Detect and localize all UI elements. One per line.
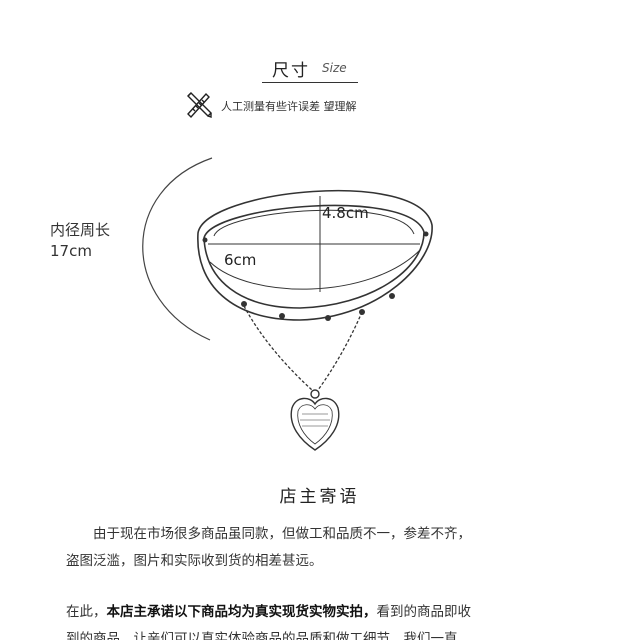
bangle [197,189,433,321]
chain [243,305,363,391]
size-title-en: Size [322,61,347,75]
message-paragraph-2: 在此，本店主承诺以下商品均为真实现货实物实拍，看到的商品即收 到的商品，让亲们可… [66,599,586,640]
paragraph-1-line-1: 由于现在市场很多商品虽同款，但做工和品质不一，参差不齐， [93,526,471,542]
bangle-screws [202,231,429,321]
circumference-value: 17cm [50,242,92,260]
paragraph-2-prefix: 在此， [66,604,107,620]
message-paragraph-1: 由于现在市场很多商品虽同款，但做工和品质不一，参差不齐， 盗图泛滥，图片和实际收… [66,521,586,575]
measurement-note: 人工测量有些许误差 望理解 [221,100,357,113]
width-value: 6cm [224,251,257,269]
title-underline [262,82,358,83]
message-title: 店主寄语 [279,487,360,507]
pencil-ruler-icon [187,92,212,119]
circumference-label: 内径周长 17cm [50,220,110,262]
height-value: 4.8cm [322,204,369,222]
heart-tag-pendant [290,389,340,451]
circumference-title: 内径周长 [50,221,111,239]
circumference-arc [142,157,213,341]
paragraph-1-line-2: 盗图泛滥，图片和实际收到货的相差甚远。 [66,553,323,569]
paragraph-2-promise: 本店主承诺以下商品均为真实现货实物实拍， [106,604,377,620]
size-title: 尺寸 [272,61,310,81]
paragraph-2-line-2: 到的商品，让亲们可以真实体验商品的品质和做工细节，我们一直 [66,631,458,640]
paragraph-2-suffix: 看到的商品即收 [376,604,472,620]
